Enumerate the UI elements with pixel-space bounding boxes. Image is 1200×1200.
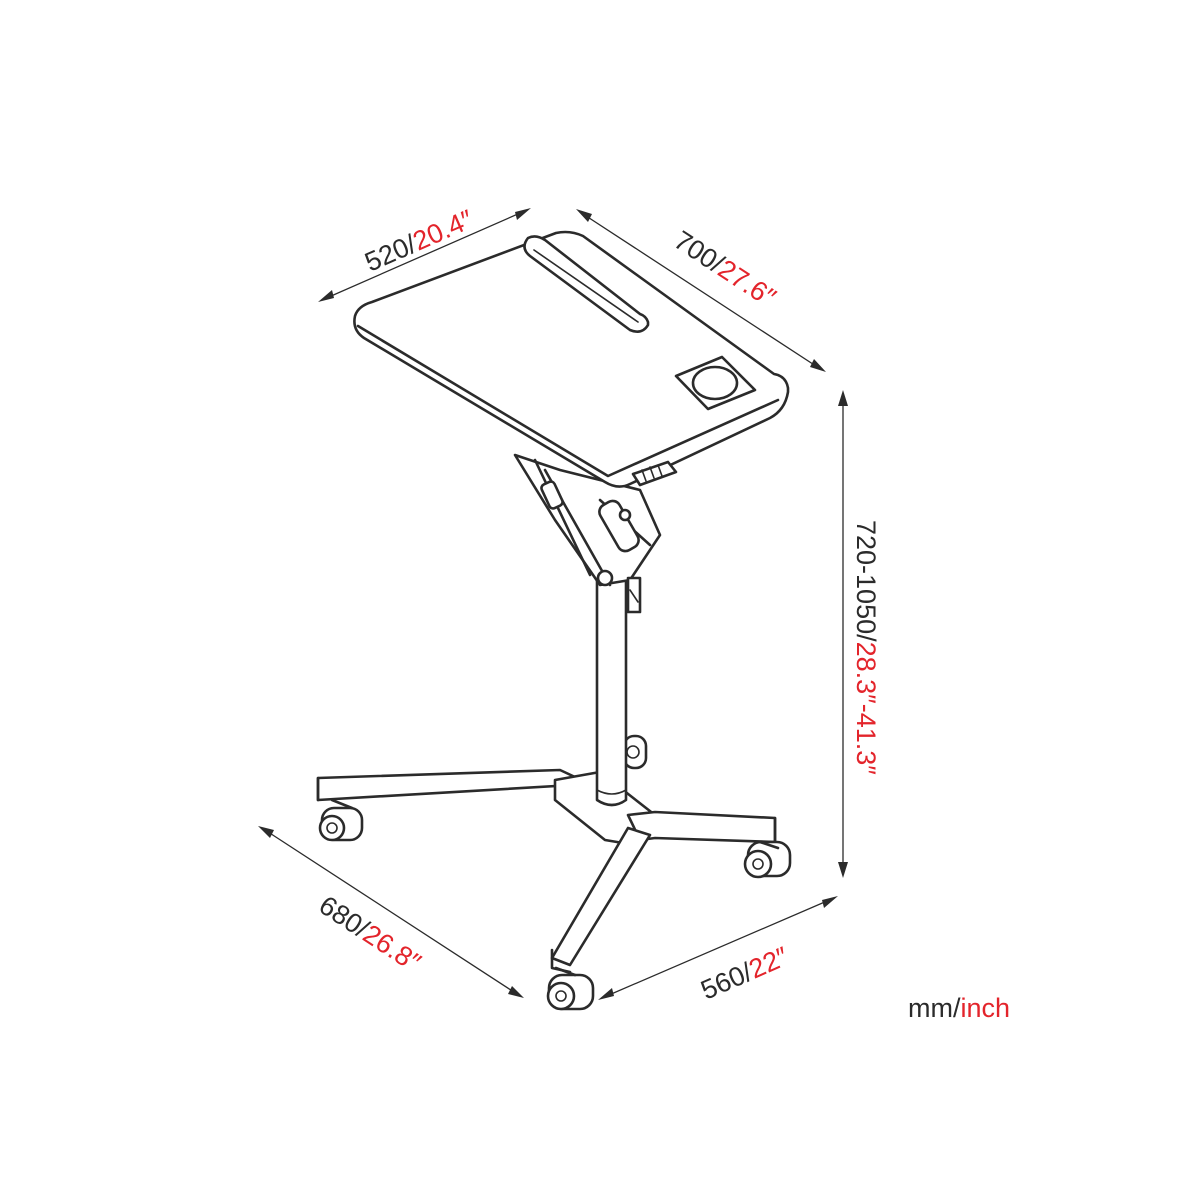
top-depth-inch: 27.6″ [713, 254, 782, 313]
tabletop [353, 230, 790, 488]
column [595, 578, 628, 807]
units-inch: inch [960, 993, 1010, 1023]
height-inch: 28.3″-41.3″ [851, 642, 881, 776]
units-legend: mm/inch [908, 993, 1010, 1023]
caster-front [546, 966, 595, 1011]
dimension-height: 720-1050/28.3″-41.3″ [838, 390, 881, 878]
tilt-mechanism [513, 453, 662, 614]
dimension-base-width: 560/22″ [598, 896, 838, 1005]
dimension-label-height: 720-1050/28.3″-41.3″ [851, 520, 881, 775]
dimension-label-base-depth: 680/26.8″ [314, 890, 427, 978]
dimension-base-depth: 680/26.8″ [258, 826, 524, 998]
base-legs [316, 768, 777, 974]
height-mm: 720-1050/ [851, 520, 881, 642]
units-mm: mm/ [908, 993, 961, 1023]
desk-drawing [316, 230, 792, 1011]
caster-left [318, 798, 364, 842]
dimension-label-top-width: 520/20.4″ [360, 204, 477, 278]
caster-right [743, 840, 792, 879]
dimension-label-top-depth: 700/27.6″ [669, 225, 782, 313]
top-width-inch: 20.4″ [409, 204, 478, 257]
